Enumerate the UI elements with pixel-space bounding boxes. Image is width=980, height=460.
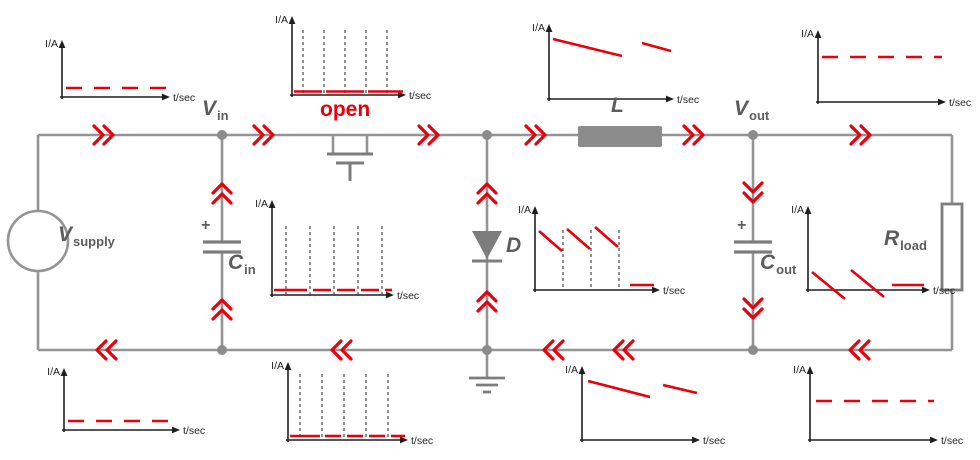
x-axis-label: t/sec xyxy=(941,435,963,447)
current-arrow-right-icon xyxy=(524,124,547,146)
cin-polarity-plus: + xyxy=(201,217,211,234)
v-supply-symbol: V xyxy=(58,223,73,246)
diode-label: D xyxy=(506,234,522,257)
x-axis-label: t/sec xyxy=(677,94,699,106)
y-axis-label: I/A xyxy=(47,366,60,378)
current-arrow-left-icon xyxy=(848,339,871,361)
cin-current-plot: I/A t/sec xyxy=(255,198,419,302)
x-axis-label: t/sec xyxy=(397,290,419,302)
y-axis-label: I/A xyxy=(271,360,284,372)
switch-state-label: open xyxy=(320,98,371,121)
x-axis-label: t/sec xyxy=(173,92,195,104)
y-axis-label: I/A xyxy=(518,204,531,216)
r-load-symbol: R xyxy=(884,227,900,250)
cout-symbol: C xyxy=(760,251,776,274)
current-arrow-right-icon xyxy=(682,124,705,146)
capacitor-cout-icon xyxy=(734,240,772,254)
cout-polarity-plus: + xyxy=(737,217,747,234)
v-out-label: Vout xyxy=(734,98,769,122)
cout-current-plot: I/A t/sec xyxy=(791,204,955,301)
r-load-subscript: load xyxy=(900,238,927,253)
v-in-symbol: V xyxy=(202,97,217,120)
y-axis-label: I/A xyxy=(565,364,578,376)
y-axis-label: I/A xyxy=(532,22,545,34)
diode-return-current-plot: I/A t/sec xyxy=(565,364,725,447)
y-axis-label: I/A xyxy=(801,28,814,40)
v-supply-label: Vsupply xyxy=(58,224,115,248)
current-arrow-down-icon xyxy=(742,297,764,320)
supply-return-current-plot: I/A t/sec xyxy=(47,366,205,437)
inductor-body xyxy=(578,126,662,147)
current-arrow-up-icon xyxy=(476,182,498,205)
y-axis-label: I/A xyxy=(793,364,806,376)
r-load-label: Rload xyxy=(884,228,927,252)
cout-label: Cout xyxy=(760,252,796,276)
diode-current-plot: I/A t/sec xyxy=(518,204,685,297)
diode-icon xyxy=(472,231,502,263)
current-arrow-right-icon xyxy=(92,124,115,146)
current-arrow-up-icon xyxy=(211,298,233,321)
x-axis-label: t/sec xyxy=(933,285,955,297)
x-axis-label: t/sec xyxy=(409,90,431,102)
supply-current-plot: I/A t/sec xyxy=(45,38,195,104)
cin-symbol: C xyxy=(228,251,244,274)
x-axis-label: t/sec xyxy=(949,97,971,109)
current-arrow-right-icon xyxy=(252,124,275,146)
y-axis-label: I/A xyxy=(791,204,804,216)
inductor-label: L xyxy=(611,94,624,117)
current-arrow-right-icon xyxy=(417,124,440,146)
current-arrow-left-icon xyxy=(330,339,353,361)
x-axis-label: t/sec xyxy=(663,285,685,297)
v-out-subscript: out xyxy=(749,108,770,123)
current-arrows-and-waveforms: I/At/secI/At/secI/At/secI/At/secI/At/sec… xyxy=(45,14,971,447)
resistor-body xyxy=(940,202,964,292)
current-arrow-up-icon xyxy=(476,290,498,313)
x-axis-label: t/sec xyxy=(703,435,725,447)
y-axis-label: I/A xyxy=(45,38,58,50)
current-arrow-right-icon xyxy=(849,124,872,146)
switch-current-plot: I/A t/sec xyxy=(275,14,431,102)
y-axis-label: I/A xyxy=(275,14,288,26)
v-supply-subscript: supply xyxy=(73,234,115,249)
junction-nodes xyxy=(217,130,758,355)
load-current-plot: I/A t/sec xyxy=(801,28,971,109)
x-axis-label: t/sec xyxy=(411,435,433,447)
current-arrow-left-icon xyxy=(542,339,565,361)
cout-subscript: out xyxy=(776,262,797,277)
cin-return-current-plot: I/A t/sec xyxy=(271,360,433,447)
inductor-current-plot: I/A t/sec xyxy=(532,22,699,106)
v-out-symbol: V xyxy=(734,97,749,120)
load-return-current-plot: I/A t/sec xyxy=(793,364,963,447)
x-axis-label: t/sec xyxy=(183,425,205,437)
current-arrow-left-icon xyxy=(612,339,635,361)
cin-label: Cin xyxy=(228,252,256,276)
v-in-label: Vin xyxy=(202,98,229,122)
current-arrow-left-icon xyxy=(95,339,118,361)
mosfet-switch-icon xyxy=(327,152,373,181)
current-arrow-down-icon xyxy=(742,181,764,204)
y-axis-label: I/A xyxy=(255,198,268,210)
circuit-wires xyxy=(6,133,954,377)
v-in-subscript: in xyxy=(217,108,229,123)
cin-subscript: in xyxy=(244,262,256,277)
voltage-source-symbol xyxy=(6,209,70,273)
ground-icon xyxy=(469,376,505,394)
capacitor-cin-icon xyxy=(203,240,241,254)
current-arrow-up-icon xyxy=(211,182,233,205)
